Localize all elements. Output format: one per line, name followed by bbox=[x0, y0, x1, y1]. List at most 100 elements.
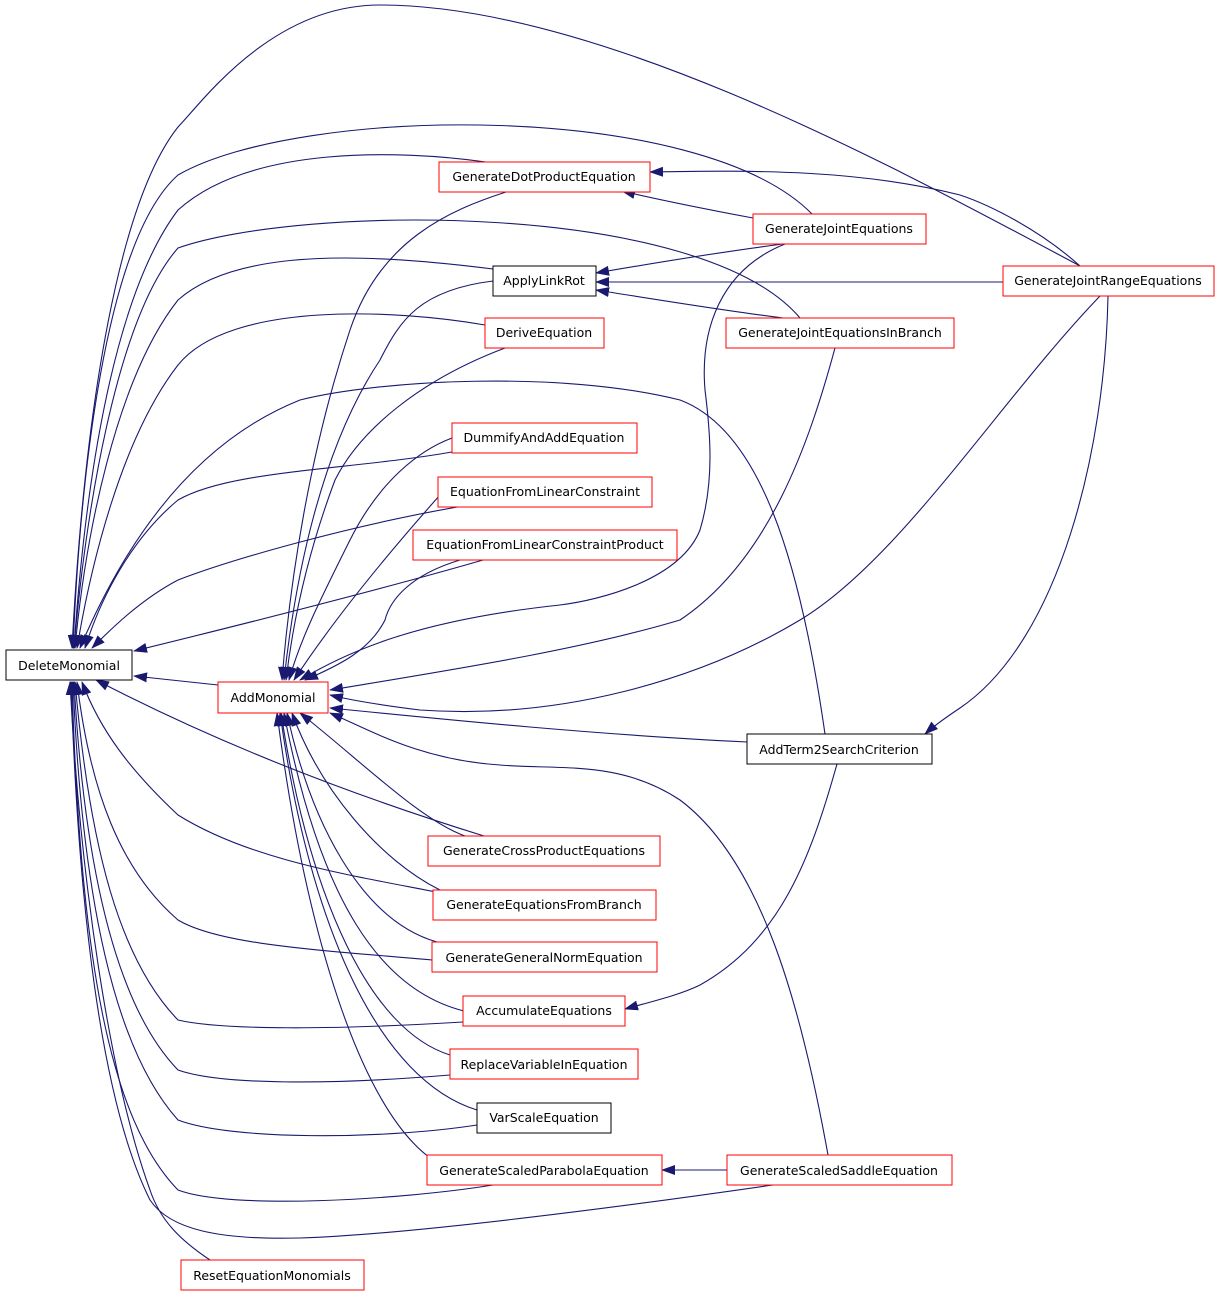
node-box bbox=[412, 529, 678, 561]
edge-GenerateJointEquationsInBranch-to-AddMonomial bbox=[329, 347, 836, 693]
node-label: VarScaleEquation bbox=[489, 1110, 598, 1125]
node-box bbox=[437, 476, 653, 508]
edge-GenerateJointRangeEquations-to-DeleteMonomial bbox=[67, 4, 1081, 649]
nodes-layer: DeleteMonomial AddMonomial GenerateDotPr… bbox=[5, 161, 1215, 1291]
edge-AddTerm2SearchCriterion-to-GenerateJointRangeEquations bbox=[924, 295, 1109, 735]
node-AddTerm2SearchCriterion[interactable]: AddTerm2SearchCriterion bbox=[746, 733, 933, 765]
node-AddMonomial[interactable]: AddMonomial bbox=[217, 681, 329, 714]
node-label: EquationFromLinearConstraintProduct bbox=[426, 537, 664, 552]
node-VarScaleEquation[interactable]: VarScaleEquation bbox=[476, 1102, 612, 1134]
edge-AccumulateEquations-to-AddMonomial bbox=[281, 712, 465, 1012]
node-label: AddMonomial bbox=[231, 690, 316, 705]
node-label: ApplyLinkRot bbox=[503, 273, 585, 288]
edge-GenerateJointEquations-to-DeleteMonomial bbox=[68, 124, 813, 649]
edge-AddTerm2SearchCriterion-to-AddMonomial bbox=[329, 704, 748, 743]
node-DeleteMonomial[interactable]: DeleteMonomial bbox=[5, 649, 133, 681]
edge-DummifyAndAddEquation-to-AddMonomial bbox=[287, 437, 453, 681]
node-box bbox=[426, 1154, 663, 1186]
node-label: EquationFromLinearConstraint bbox=[450, 484, 640, 499]
edge-GenerateCrossProductEquations-to-DeleteMonomial bbox=[95, 679, 485, 837]
edge-ReplaceVariableInEquation-to-AddMonomial bbox=[278, 712, 451, 1056]
edge-ApplyLinkRot-to-AddMonomial bbox=[280, 280, 494, 681]
node-box bbox=[449, 1048, 639, 1080]
edge-EquationFromLinearConstraintProduct-to-AddMonomial bbox=[304, 559, 461, 681]
node-box bbox=[492, 265, 597, 297]
node-DummifyAndAddEquation[interactable]: DummifyAndAddEquation bbox=[451, 422, 638, 454]
edge-DeriveEquation-to-DeleteMonomial bbox=[74, 313, 486, 649]
edge-GenerateJointEquationsInBranch-to-DeleteMonomial bbox=[70, 219, 801, 649]
node-box bbox=[752, 213, 927, 245]
node-label: GenerateJointEquationsInBranch bbox=[738, 325, 942, 340]
edge-ResetEquationMonomials-to-DeleteMonomial bbox=[65, 681, 211, 1261]
node-ApplyLinkRot[interactable]: ApplyLinkRot bbox=[492, 265, 597, 297]
edge-GenerateDotProductEquation-to-DeleteMonomial bbox=[69, 154, 487, 649]
node-box bbox=[438, 161, 651, 193]
node-GenerateScaledParabolaEquation[interactable]: GenerateScaledParabolaEquation bbox=[426, 1154, 663, 1186]
edge-GenerateDotProductEquation-to-AddMonomial bbox=[278, 191, 507, 681]
node-label: DeriveEquation bbox=[496, 325, 592, 340]
node-GenerateScaledSaddleEquation[interactable]: GenerateScaledSaddleEquation bbox=[726, 1154, 953, 1186]
node-DeriveEquation[interactable]: DeriveEquation bbox=[484, 317, 605, 349]
node-label: GenerateDotProductEquation bbox=[452, 169, 635, 184]
node-box bbox=[5, 649, 133, 681]
edge-GenerateCrossProductEquations-to-AddMonomial bbox=[299, 712, 466, 837]
node-box bbox=[451, 422, 638, 454]
node-box bbox=[1002, 265, 1215, 297]
node-label: DummifyAndAddEquation bbox=[464, 430, 625, 445]
edge-GenerateScaledParabolaEquation-to-DeleteMonomial bbox=[67, 681, 494, 1202]
edge-VarScaleEquation-to-DeleteMonomial bbox=[68, 681, 478, 1137]
node-GenerateJointRangeEquations[interactable]: GenerateJointRangeEquations bbox=[1002, 265, 1215, 297]
node-box bbox=[427, 835, 661, 867]
node-label: ResetEquationMonomials bbox=[193, 1268, 351, 1283]
edge-DummifyAndAddEquation-to-DeleteMonomial bbox=[84, 451, 453, 649]
edge-GenerateGeneralNormEquation-to-AddMonomial bbox=[284, 712, 438, 943]
node-label: GenerateEquationsFromBranch bbox=[446, 897, 641, 912]
node-box bbox=[726, 1154, 953, 1186]
node-box bbox=[217, 681, 329, 714]
node-box bbox=[432, 889, 657, 921]
edge-GenerateScaledParabolaEquation-to-AddMonomial bbox=[273, 712, 434, 1161]
node-ReplaceVariableInEquation[interactable]: ReplaceVariableInEquation bbox=[449, 1048, 639, 1080]
node-GenerateJointEquations[interactable]: GenerateJointEquations bbox=[752, 213, 927, 245]
node-label: GenerateJointEquations bbox=[765, 221, 913, 236]
node-GenerateJointEquationsInBranch[interactable]: GenerateJointEquationsInBranch bbox=[725, 317, 955, 349]
edge-AddMonomial-to-DeleteMonomial bbox=[133, 672, 219, 686]
edge-GenerateEquationsFromBranch-to-AddMonomial bbox=[291, 712, 441, 891]
edge-ApplyLinkRot-to-DeleteMonomial bbox=[71, 257, 494, 649]
edge-AddTerm2SearchCriterion-to-DeleteMonomial bbox=[79, 380, 826, 735]
node-label: AddTerm2SearchCriterion bbox=[759, 742, 919, 757]
node-GenerateGeneralNormEquation[interactable]: GenerateGeneralNormEquation bbox=[431, 941, 658, 973]
node-ResetEquationMonomials[interactable]: ResetEquationMonomials bbox=[180, 1259, 365, 1291]
edge-GenerateJointEquationsInBranch-to-ApplyLinkRot bbox=[595, 287, 784, 319]
edge-EquationFromLinearConstraint-to-AddMonomial bbox=[293, 494, 441, 681]
node-box bbox=[462, 995, 626, 1027]
node-label: ReplaceVariableInEquation bbox=[460, 1057, 627, 1072]
edge-AddTerm2SearchCriterion-to-AccumulateEquations bbox=[624, 763, 838, 1011]
node-box bbox=[725, 317, 955, 349]
node-box bbox=[476, 1102, 612, 1134]
edge-GenerateGeneralNormEquation-to-DeleteMonomial bbox=[73, 681, 433, 961]
edge-GenerateScaledSaddleEquation-to-DeleteMonomial bbox=[66, 681, 774, 1239]
node-AccumulateEquations[interactable]: AccumulateEquations bbox=[462, 995, 626, 1027]
edge-VarScaleEquation-to-AddMonomial bbox=[276, 712, 478, 1111]
edges-layer bbox=[65, 4, 1109, 1261]
node-label: GenerateGeneralNormEquation bbox=[445, 950, 642, 965]
node-label: GenerateScaledSaddleEquation bbox=[740, 1163, 938, 1178]
edge-GenerateJointEquations-to-GenerateDotProductEquation bbox=[621, 189, 754, 219]
edge-DeriveEquation-to-AddMonomial bbox=[282, 347, 506, 681]
edge-AccumulateEquations-to-DeleteMonomial bbox=[71, 681, 464, 1029]
node-GenerateCrossProductEquations[interactable]: GenerateCrossProductEquations bbox=[427, 835, 661, 867]
node-label: DeleteMonomial bbox=[18, 658, 120, 673]
node-box bbox=[431, 941, 658, 973]
node-GenerateEquationsFromBranch[interactable]: GenerateEquationsFromBranch bbox=[432, 889, 657, 921]
edge-GenerateJointRangeEquations-to-GenerateDotProductEquation bbox=[649, 166, 1081, 267]
edge-GenerateEquationsFromBranch-to-DeleteMonomial bbox=[81, 681, 442, 894]
node-EquationFromLinearConstraint[interactable]: EquationFromLinearConstraint bbox=[437, 476, 653, 508]
node-GenerateDotProductEquation[interactable]: GenerateDotProductEquation bbox=[438, 161, 651, 193]
node-label: AccumulateEquations bbox=[476, 1003, 612, 1018]
node-EquationFromLinearConstraintProduct[interactable]: EquationFromLinearConstraintProduct bbox=[412, 529, 678, 561]
node-label: GenerateCrossProductEquations bbox=[443, 843, 645, 858]
node-box bbox=[746, 733, 933, 765]
edge-EquationFromLinearConstraintProduct-to-DeleteMonomial bbox=[133, 557, 491, 653]
